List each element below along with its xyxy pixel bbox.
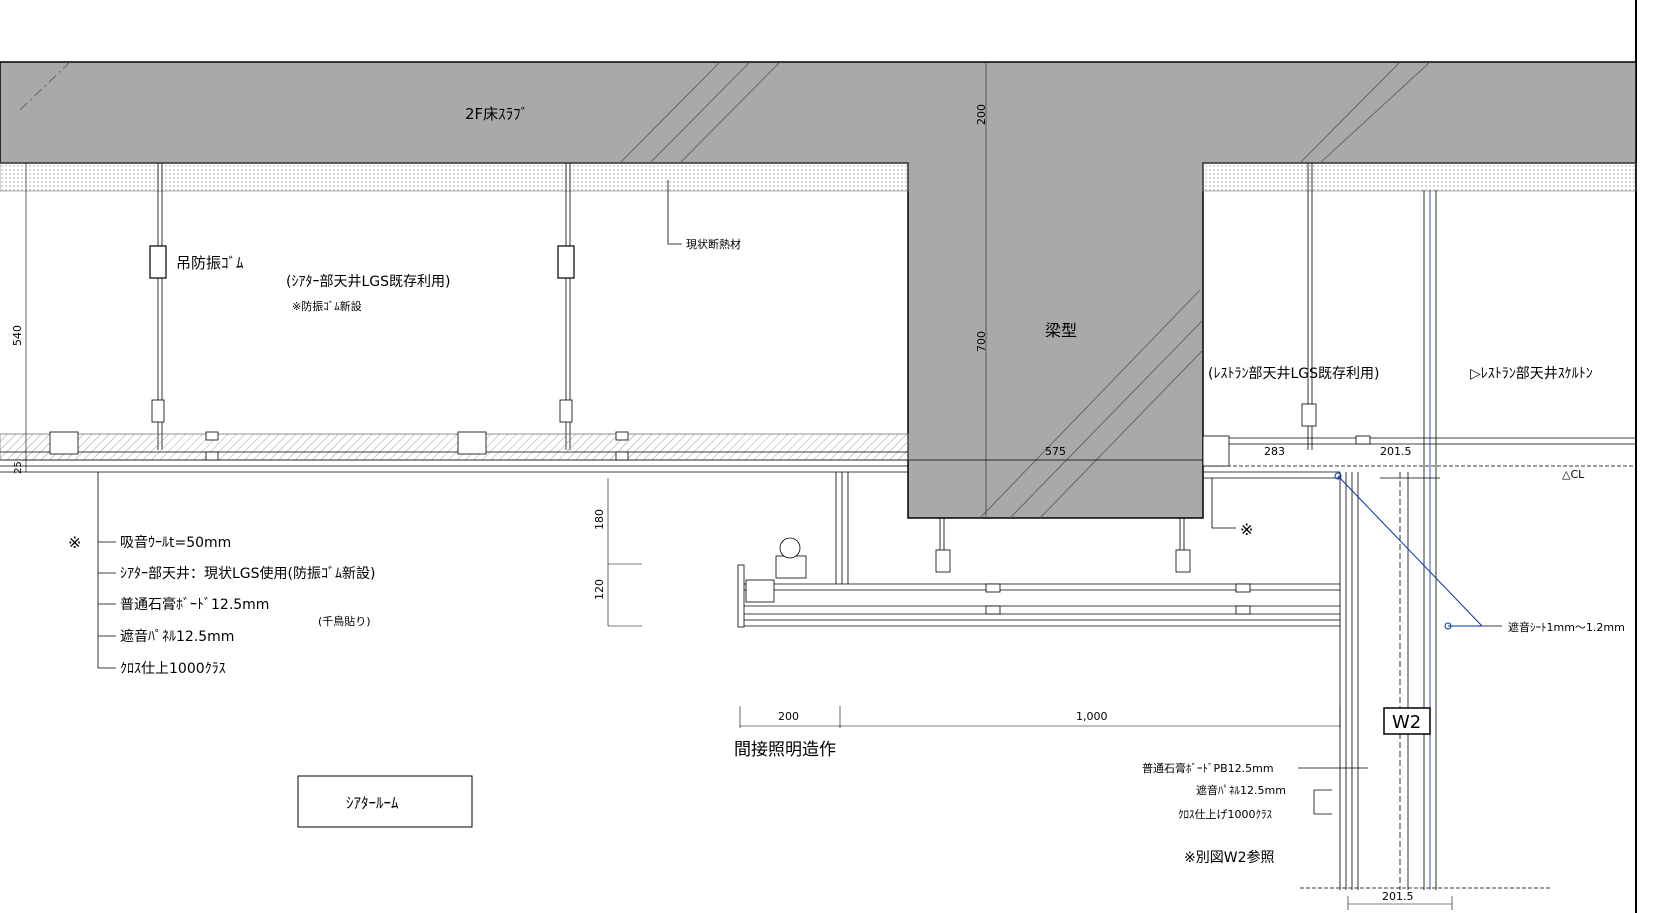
wall-layer-1: 普通石膏ﾎﾞｰﾄﾞPB12.5mm: [1142, 761, 1274, 775]
wall-layer-3: ｸﾛｽ仕上げ1000ｸﾗｽ: [1178, 808, 1272, 821]
wall-layer-2: 遮音ﾊﾟﾈﾙ12.5mm: [1196, 783, 1286, 797]
restaurant-marker: ※: [1240, 520, 1253, 539]
board-thickness-dim: 25: [13, 461, 24, 474]
theater-hangers: [149, 163, 1317, 450]
rubber-new-note: ※防振ｺﾞﾑ新設: [292, 299, 362, 313]
restaurant-ceiling-note: (ﾚｽﾄﾗﾝ部天井LGS既存利用): [1208, 366, 1379, 382]
beam-depth-dim: 700: [975, 331, 988, 352]
slab-thickness-dim: 200: [975, 104, 988, 125]
insulation-left: [0, 162, 909, 192]
beam-label: 梁型: [1045, 321, 1077, 340]
cove-width-200: 200: [778, 710, 799, 723]
theater-layer-2: ｼｱﾀｰ部天井：現状LGS使用(防振ｺﾞﾑ新設): [120, 565, 375, 582]
cove-width-1000: 1,000: [1076, 710, 1108, 723]
hanger-rubber-label: 吊防振ｺﾞﾑ: [176, 254, 244, 272]
sound-sheet-leaders: [1334, 472, 1483, 630]
wall-w2: [1203, 471, 1550, 890]
restaurant-dim-2015-bottom: 201.5: [1382, 890, 1414, 903]
theater-layer-1: 吸音ｳｰﾙt=50mm: [120, 534, 231, 551]
wall-reference: ※別図W2参照: [1184, 849, 1274, 866]
theater-layers-leader: [97, 472, 116, 669]
cove-dimension-lines: [607, 478, 1341, 728]
theater-layers-marker: ※: [68, 533, 81, 552]
room-name-box: [297, 775, 473, 828]
ceiling-height-dim: 540: [11, 325, 24, 346]
ceiling-level-mark: △CL: [1562, 468, 1585, 481]
restaurant-dim-2015-top: 201.5: [1380, 445, 1412, 458]
slab-label: 2F床ｽﾗﾌﾞ: [465, 105, 528, 123]
theater-ceiling-note: (ｼｱﾀｰ部天井LGS既存利用): [286, 274, 450, 290]
restaurant-dim-283: 283: [1264, 445, 1285, 458]
theater-layer-5: ｸﾛｽ仕上1000ｸﾗｽ: [120, 661, 226, 677]
insulation-leader: [667, 180, 682, 245]
insulation-label: 現状断熱材: [686, 237, 741, 251]
staggered-note: (千鳥貼り): [318, 614, 371, 628]
cove-label: 間接照明造作: [734, 740, 836, 760]
insulation-right: [1202, 162, 1637, 192]
wall-tag-box: [1383, 707, 1431, 735]
wall-layers-leader: [1298, 767, 1368, 815]
cove-height-120: 120: [593, 579, 606, 600]
sound-sheet-label: 遮音ｼｰﾄ1mm～1.2mm: [1508, 620, 1625, 634]
cove-height-180: 180: [593, 509, 606, 530]
room-name: ｼｱﾀｰﾙｰﾑ: [346, 794, 399, 812]
restaurant-marker-leader: [1211, 478, 1236, 529]
cove-lighting-construction: [737, 472, 1340, 628]
theater-layer-3: 普通石膏ﾎﾞｰﾄﾞ12.5mm: [120, 596, 269, 613]
beam-width-dim: 575: [1045, 445, 1066, 458]
theater-layer-4: 遮音ﾊﾟﾈﾙ12.5mm: [120, 628, 234, 645]
restaurant-ceiling: [1202, 190, 1636, 890]
concrete-slab: [0, 61, 1637, 519]
wall-tag: W2: [1392, 712, 1421, 733]
restaurant-skeleton-note: ▷ﾚｽﾄﾗﾝ部天井ｽｹﾙﾄﾝ: [1470, 366, 1593, 382]
theater-ceiling-boards: [0, 431, 909, 473]
